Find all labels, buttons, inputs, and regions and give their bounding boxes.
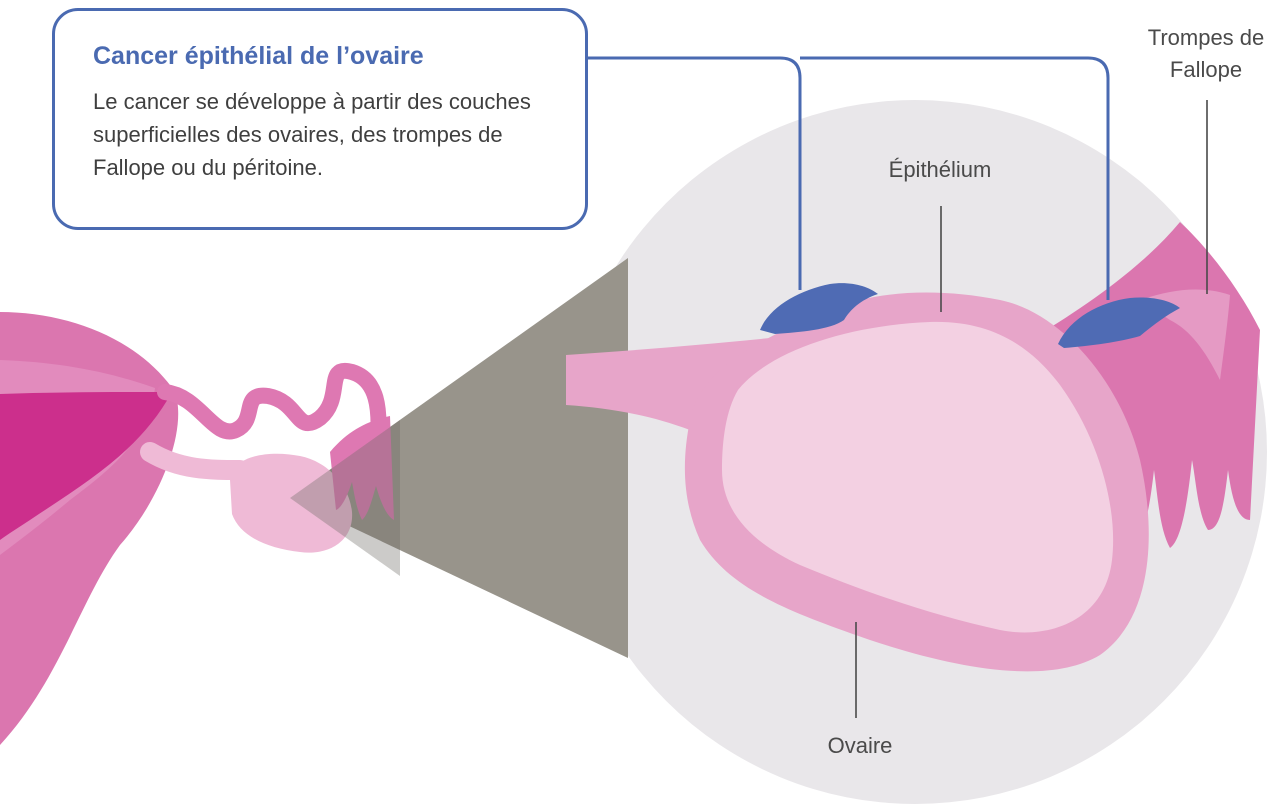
label-fallopian-tubes-line1: Trompes de: [1118, 22, 1282, 54]
uterus: [0, 312, 178, 745]
label-ovary: Ovaire: [796, 730, 924, 762]
callout-title: Cancer épithélial de l’ovaire: [93, 41, 565, 71]
label-fallopian-tubes-line2: Fallope: [1118, 54, 1282, 86]
label-epithelium: Épithélium: [860, 154, 1020, 186]
left-fallopian-tube-coil: [165, 371, 379, 440]
callout-box: Cancer épithélial de l’ovaire Le cancer …: [52, 8, 588, 230]
label-fallopian-tubes: Trompes de Fallope: [1118, 22, 1282, 86]
left-ovarian-ligament: [150, 452, 240, 470]
callout-body: Le cancer se développe à partir des couc…: [93, 85, 565, 184]
